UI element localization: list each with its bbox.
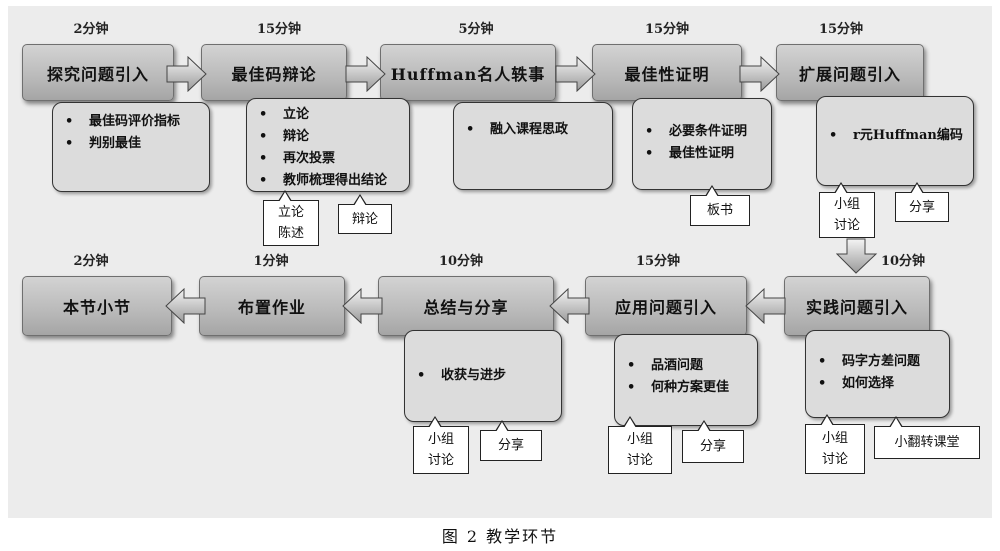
tag-line: 分享 [699, 439, 726, 454]
stage-extension-problem: 扩展问题引入 [776, 44, 924, 101]
detail-box-explore: 最佳码评价指标 判别最佳 [52, 102, 210, 192]
tag-share: 分享 [895, 182, 949, 222]
tag-line: 小组 [427, 432, 454, 447]
tag-share: 分享 [480, 420, 542, 461]
stage-practice-problem: 实践问题引入 [784, 276, 930, 336]
tag-argue-present: 立论陈述 [263, 190, 319, 246]
left-arrow [165, 288, 206, 324]
left-arrow [549, 288, 590, 324]
tag-blackboard: 板书 [690, 185, 750, 226]
stage-optimality-proof: 最佳性证明 [592, 44, 742, 101]
bullet-item: 最佳码评价指标 [63, 111, 203, 133]
tag-line: 讨论 [833, 218, 860, 233]
tag-line: 小组 [821, 431, 848, 446]
bullet-item: 必要条件证明 [643, 121, 765, 143]
time-label: 1分钟 [253, 254, 289, 269]
tag-share: 分享 [682, 420, 744, 463]
down-arrow [836, 238, 878, 274]
stage-best-code-debate: 最佳码辩论 [201, 44, 347, 101]
tag-group-discussion: 小组讨论 [413, 416, 469, 474]
bullet-item: 教师梳理得出结论 [257, 170, 403, 192]
detail-box-debate: 立论 辩论 再次投票 教师梳理得出结论 [246, 98, 410, 192]
detail-box-conclusion: 收获与进步 [404, 330, 562, 422]
bullet-item: 品酒问题 [625, 355, 751, 377]
stage-huffman-story: Huffman名人轶事 [380, 44, 556, 101]
tag-line: 辩论 [351, 211, 378, 227]
bullet-item: 立论 [257, 104, 403, 126]
stage-conclusion-share: 总结与分享 [378, 276, 554, 336]
time-label: 10分钟 [880, 254, 926, 269]
tag-flipped-classroom: 小翻转课堂 [874, 416, 980, 459]
tag-line: 陈述 [277, 226, 304, 241]
bullet-item: 最佳性证明 [643, 143, 765, 165]
tag-line: 分享 [908, 199, 935, 215]
time-label: 2分钟 [73, 254, 109, 269]
tag-group-discussion: 小组讨论 [608, 416, 672, 474]
right-arrow [739, 56, 780, 92]
time-label: 15分钟 [644, 22, 690, 37]
bullet-item: 判别最佳 [63, 133, 203, 155]
bullet-item: 如何选择 [816, 373, 943, 395]
stage-homework: 布置作业 [199, 276, 345, 336]
tag-line: 讨论 [626, 453, 653, 468]
bullet-item: 融入课程思政 [464, 119, 606, 141]
time-label: 15分钟 [818, 22, 864, 37]
tag-line: 立论 [277, 205, 304, 220]
tag-line: 小组 [833, 197, 860, 212]
stage-application-problem: 应用问题引入 [585, 276, 747, 336]
time-label: 5分钟 [458, 22, 494, 37]
stage-explore-problem: 探究问题引入 [22, 44, 174, 101]
detail-box-optimality: 必要条件证明 最佳性证明 [632, 98, 772, 190]
right-arrow [166, 56, 207, 92]
detail-box-huffman: 融入课程思政 [453, 102, 613, 190]
detail-box-practice: 码字方差问题 如何选择 [805, 330, 950, 418]
right-arrow [345, 56, 386, 92]
tag-group-discussion: 小组讨论 [805, 414, 865, 474]
tag-line: 小翻转课堂 [894, 435, 960, 450]
time-label: 15分钟 [256, 22, 302, 37]
tag-line: 小组 [626, 432, 653, 447]
time-label: 10分钟 [438, 254, 484, 269]
stage-summary: 本节小节 [22, 276, 172, 336]
tag-line: 讨论 [821, 452, 848, 467]
detail-box-application: 品酒问题 何种方案更佳 [614, 334, 758, 426]
left-arrow [745, 288, 786, 324]
tag-line: 板书 [706, 203, 733, 218]
bullet-item: 再次投票 [257, 148, 403, 170]
time-label: 15分钟 [635, 254, 681, 269]
detail-box-extension: r元Huffman编码 [816, 96, 974, 186]
diagram-canvas: 2分钟 15分钟 5分钟 15分钟 15分钟 探究问题引入 最佳码辩论 Huff… [8, 6, 992, 518]
bullet-item: 码字方差问题 [816, 351, 943, 373]
bullet-item: 辩论 [257, 126, 403, 148]
time-label: 2分钟 [73, 22, 109, 37]
bullet-item: 何种方案更佳 [625, 377, 751, 399]
tag-line: 分享 [497, 438, 524, 453]
tag-debate: 辩论 [338, 194, 392, 234]
left-arrow [342, 288, 383, 324]
bullet-item: r元Huffman编码 [827, 125, 967, 147]
tag-group-discussion: 小组讨论 [819, 182, 875, 238]
tag-line: 讨论 [427, 453, 454, 468]
figure-caption: 图 2 教学环节 [441, 527, 559, 546]
bullet-item: 收获与进步 [415, 365, 555, 387]
right-arrow [555, 56, 596, 92]
